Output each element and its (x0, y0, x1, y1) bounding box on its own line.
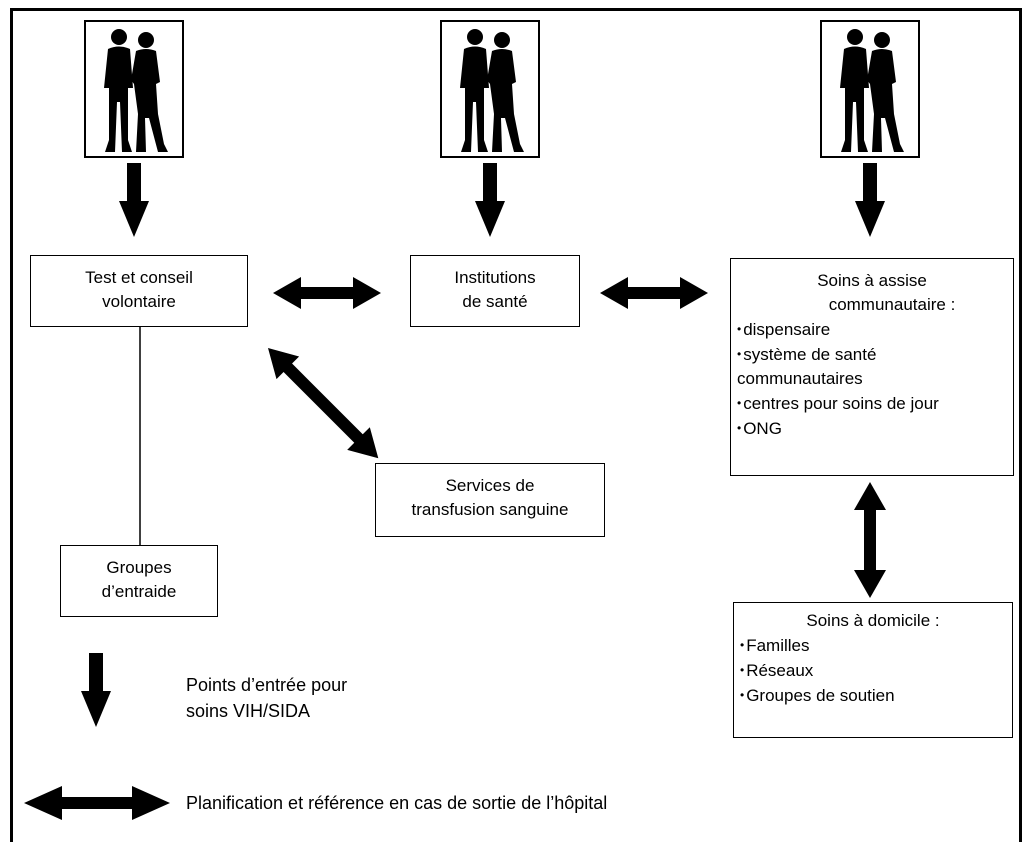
down-arrow-right (855, 163, 885, 237)
down-arrow-center (475, 163, 505, 237)
double-arrow-test-institutions (273, 277, 381, 309)
double-arrow-test-transfusion (268, 348, 379, 459)
node-soins-communautaires: Soins à assise communautaire : dispensai… (730, 258, 1014, 476)
node-groupes-entraide: Groupes d’entraide (60, 545, 218, 617)
couple-icon-right (820, 20, 920, 158)
legend-entry-points: Points d’entrée pour soins VIH/SIDA (186, 675, 348, 721)
couple-icon-center (440, 20, 540, 158)
node-test-conseil: Test et conseil volontaire (30, 255, 248, 327)
node-institutions: Institutions de santé (410, 255, 580, 327)
double-arrow-community-home (854, 482, 886, 598)
legend-down-arrow-icon (81, 653, 111, 727)
couple-icon-left (84, 20, 184, 158)
diagram-frame (10, 8, 1022, 842)
node-transfusion: Services de transfusion sanguine (375, 463, 605, 537)
down-arrow-left (119, 163, 149, 237)
node-soins-domicile: Soins à domicile : Familles Réseaux Grou… (733, 602, 1013, 738)
double-arrow-institutions-community (600, 277, 708, 309)
legend-double-arrow-icon (24, 786, 170, 820)
legend-referral: Planification et référence en cas de sor… (186, 793, 608, 813)
